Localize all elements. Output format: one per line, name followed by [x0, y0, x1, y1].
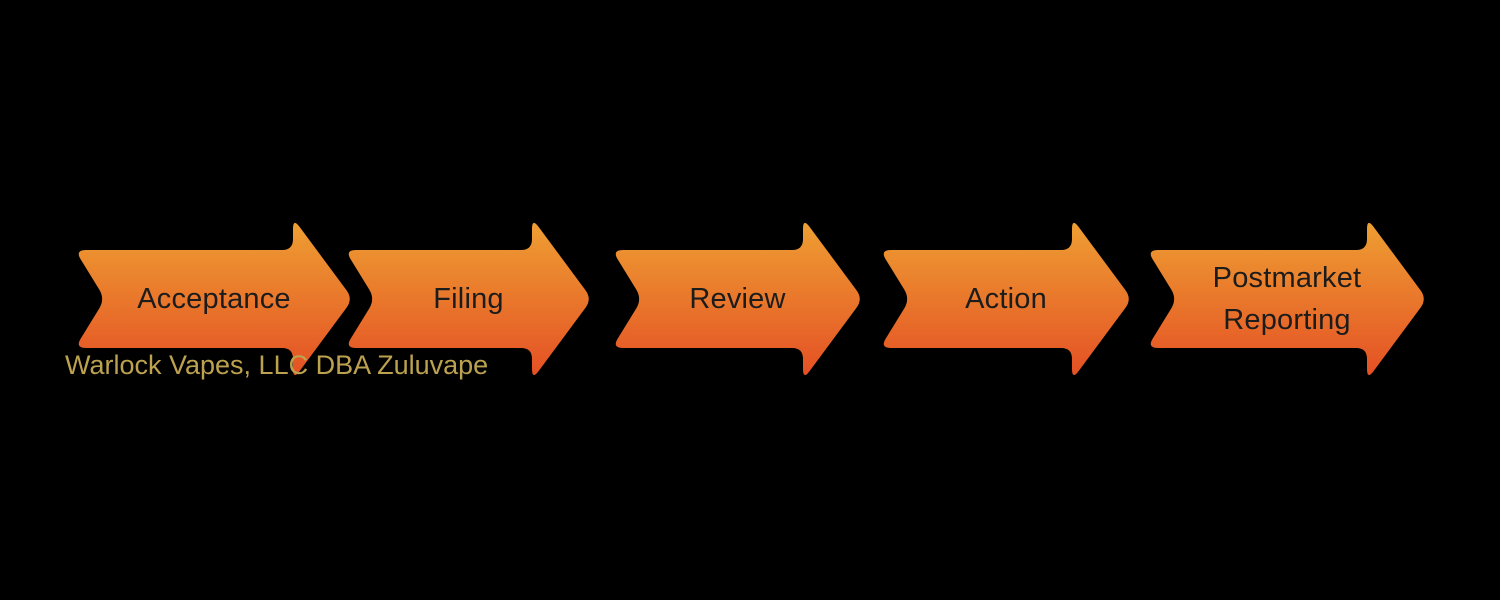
arrow-shape-review — [615, 222, 860, 376]
arrow-shape-action — [883, 222, 1129, 376]
arrow-shape-postmarket-reporting — [1150, 222, 1424, 376]
arrow-shape-acceptance — [78, 222, 350, 376]
arrow-shape-filing — [348, 222, 589, 376]
company-caption: Warlock Vapes, LLC DBA Zuluvape — [65, 350, 489, 380]
